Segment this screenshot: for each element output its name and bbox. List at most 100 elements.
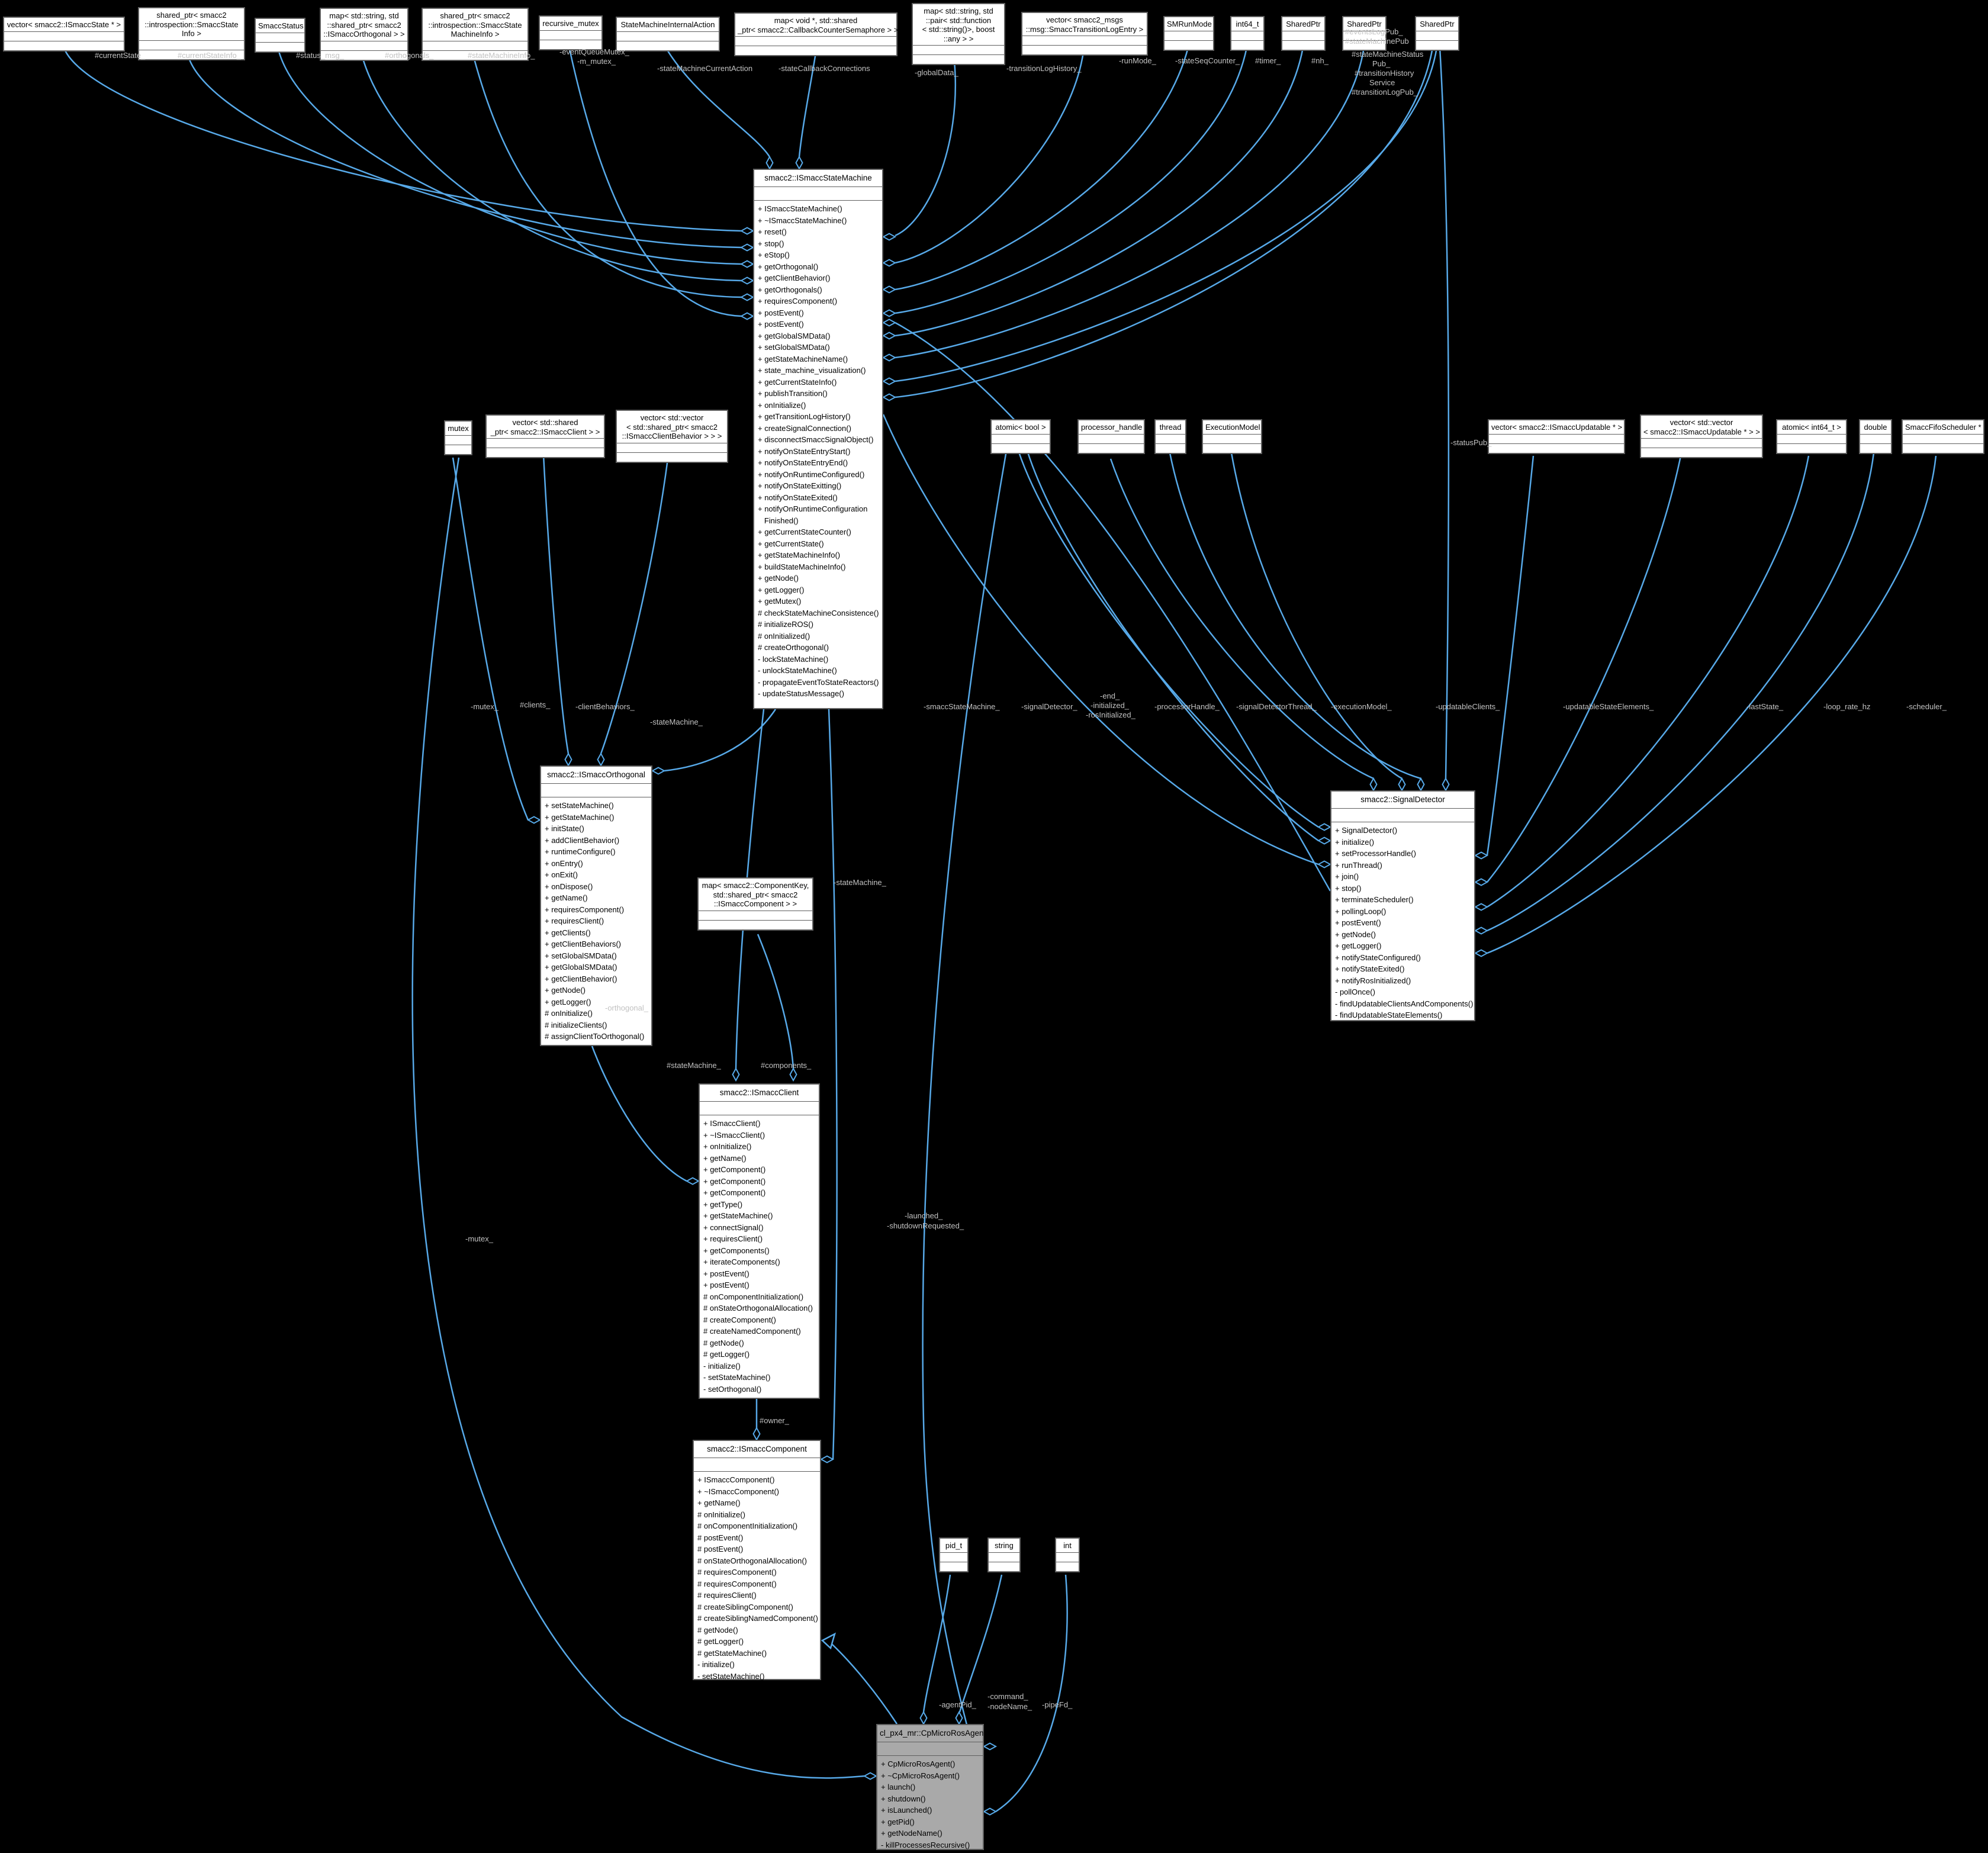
- method-entry: + setStateMachine(): [545, 801, 614, 810]
- class-atomic-bool-[interactable]: atomic< bool >: [990, 419, 1051, 454]
- empty-compartment: [1056, 1553, 1079, 1562]
- method-entry: + getMutex(): [758, 597, 802, 606]
- empty-compartment: [1231, 31, 1263, 41]
- class-recursive-mutex[interactable]: recursive_mutex: [539, 15, 603, 50]
- edge-label: #stateMachine_: [667, 1061, 721, 1070]
- class-title: shared_ptr< smacc2::introspection::Smacc…: [423, 9, 527, 41]
- edge-label: -rosInitialized_: [1086, 710, 1135, 719]
- class-title-line: ::ISmaccOrthogonal > >: [323, 30, 405, 38]
- class-map-std-string-std[interactable]: map< std::string, std::shared_ptr< smacc…: [320, 8, 408, 61]
- edge-label: Pub_: [1372, 59, 1391, 68]
- class-smacc2-ismaccstatemachine[interactable]: smacc2::ISmaccStateMachine+ ISmaccStateM…: [753, 169, 883, 709]
- class-vector-smacc2-ismaccstate-[interactable]: vector< smacc2::ISmaccState * >: [3, 17, 125, 52]
- method-entry: # getNode(): [697, 1625, 738, 1635]
- method-entry: - setOrthogonal(): [703, 1384, 762, 1394]
- edge-label: #stateMachineStatus: [1352, 50, 1424, 59]
- method-entry: # initializeROS(): [758, 620, 813, 629]
- class-smacc2-ismaccclient[interactable]: smacc2::ISmaccClient+ ISmaccClient()+ ~I…: [699, 1083, 820, 1399]
- method-entry: - propagateEventToStateReactors(): [758, 677, 879, 687]
- class-shared-ptr-smacc2[interactable]: shared_ptr< smacc2::introspection::Smacc…: [138, 7, 245, 60]
- edge-label: -updatableClients_: [1436, 702, 1500, 711]
- class-double[interactable]: double: [1859, 419, 1892, 454]
- class-title-line: ::any > >: [943, 34, 974, 43]
- method-entry: + onInitialize(): [703, 1142, 752, 1151]
- class-vector-std-shared[interactable]: vector< std::shared_ptr< smacc2::ISmaccC…: [485, 414, 605, 458]
- class-smacc2-ismacccomponent[interactable]: smacc2::ISmaccComponent+ ISmaccComponent…: [693, 1440, 821, 1681]
- edge-label: #owner_: [760, 1416, 789, 1425]
- method-entry: + getNodeName(): [881, 1829, 942, 1838]
- method-entry: + stop(): [1335, 883, 1362, 893]
- class-title: vector< std::vector< smacc2::ISmaccUpdat…: [1641, 416, 1762, 439]
- method-entry: + ~ISmaccComponent(): [697, 1487, 780, 1496]
- edge-label: -stateMachineCurrentAction: [657, 64, 753, 73]
- class-shared-ptr-smacc2[interactable]: shared_ptr< smacc2::introspection::Smacc…: [422, 8, 529, 61]
- edge-label: -initialized_: [1090, 701, 1130, 710]
- method-entry: + getNode(): [1335, 929, 1376, 939]
- class-mutex[interactable]: mutex: [444, 420, 472, 455]
- class-title: atomic< bool >: [992, 420, 1050, 435]
- edge-label: -launched_: [905, 1211, 943, 1220]
- class-thread[interactable]: thread: [1154, 419, 1186, 454]
- class-processor-handle[interactable]: processor_handle: [1077, 419, 1145, 454]
- method-entry: + getTransitionLogHistory(): [758, 412, 851, 421]
- edge-label: -lastState_: [1746, 702, 1784, 711]
- method-entry: + getPid(): [881, 1817, 915, 1826]
- class-smaccstatus[interactable]: SmaccStatus: [255, 18, 305, 53]
- class-smacc2-ismaccorthogonal[interactable]: smacc2::ISmaccOrthogonal+ setStateMachin…: [540, 765, 652, 1046]
- class-map-std-string-std[interactable]: map< std::string, std::pair< std::functi…: [912, 3, 1005, 65]
- method-entry: + getName(): [545, 893, 588, 902]
- class-atomic-int64-t-[interactable]: atomic< int64_t >: [1776, 419, 1847, 454]
- method-entry: + getStateMachineInfo(): [758, 551, 841, 559]
- class-title: shared_ptr< smacc2::introspection::Smacc…: [139, 8, 244, 41]
- empty-compartment: [617, 443, 727, 453]
- class-executionmodel[interactable]: ExecutionModel: [1202, 419, 1262, 454]
- method-entry: + getCurrentState(): [758, 539, 824, 548]
- class-map-smacc2-componentkey-[interactable]: map< smacc2::ComponentKey,std::shared_pt…: [697, 877, 813, 931]
- class-int[interactable]: int: [1055, 1537, 1080, 1572]
- empty-compartment: [487, 439, 604, 448]
- class-smaccfifoscheduler-[interactable]: SmaccFifoScheduler *: [1902, 419, 1984, 454]
- class-string[interactable]: string: [987, 1537, 1021, 1572]
- method-entry: # onInitialized(): [758, 631, 810, 641]
- empty-compartment: [1203, 435, 1261, 444]
- empty-compartment: [913, 55, 1004, 64]
- edge-label: -mutex_: [465, 1234, 493, 1243]
- class-map-void-std-shared[interactable]: map< void *, std::shared_ptr< smacc2::Ca…: [734, 12, 898, 56]
- class-smrunmode[interactable]: SMRunMode: [1163, 16, 1214, 51]
- class-title-line: int: [1063, 1541, 1072, 1550]
- class-sharedptr[interactable]: SharedPtr: [1342, 16, 1387, 51]
- class-title: smacc2::ISmaccComponent: [694, 1441, 820, 1458]
- method-entry: + getType(): [703, 1199, 743, 1209]
- class-vector-smacc2-ismaccupdatable-[interactable]: vector< smacc2::ISmaccUpdatable * >: [1488, 419, 1625, 454]
- empty-compartment: [445, 445, 471, 454]
- method-entry: # checkStateMachineConsistence(): [758, 608, 879, 617]
- class-title: map< void *, std::shared_ptr< smacc2::Ca…: [735, 14, 898, 37]
- class-title: vector< std::vector< std::shared_ptr< sm…: [617, 411, 727, 443]
- edge-label: -clientBehaviors_: [575, 702, 635, 711]
- class-title-line: map< smacc2::ComponentKey,: [702, 881, 809, 890]
- class-int64-t[interactable]: int64_t: [1230, 16, 1265, 51]
- class-sharedptr[interactable]: SharedPtr: [1415, 16, 1459, 51]
- attributes-compartment: [694, 1458, 820, 1472]
- method-entry: # createSiblingNamedComponent(): [697, 1614, 818, 1623]
- class-sharedptr[interactable]: SharedPtr: [1281, 16, 1326, 51]
- empty-compartment: [1231, 41, 1263, 50]
- class-title-line: ::ISmaccClientBehavior > > >: [622, 432, 722, 440]
- class-title: thread: [1156, 420, 1185, 435]
- methods-compartment: + ISmaccClient()+ ~ISmaccClient()+ onIni…: [700, 1115, 819, 1396]
- class-statemachineinternalaction[interactable]: StateMachineInternalAction: [616, 17, 720, 52]
- class-title: mutex: [445, 422, 471, 436]
- class-title-line: smacc2::ISmaccComponent: [707, 1445, 807, 1453]
- empty-compartment: [1777, 435, 1846, 444]
- method-entry: + getNode(): [545, 986, 586, 995]
- class-smacc2-signaldetector[interactable]: smacc2::SignalDetector+ SignalDetector()…: [1330, 790, 1475, 1021]
- class-title-line: shared_ptr< smacc2: [440, 11, 510, 20]
- class-cl-px4-mr-cpmicrorosagent[interactable]: cl_px4_mr::CpMicroRosAgent+ CpMicroRosAg…: [876, 1724, 986, 1850]
- class-pid-t[interactable]: pid_t: [939, 1537, 969, 1572]
- method-entry: # getStateMachine(): [697, 1648, 767, 1658]
- class-vector-std-vector[interactable]: vector< std::vector< std::shared_ptr< sm…: [616, 410, 728, 463]
- class-vector-smacc2-msgs[interactable]: vector< smacc2_msgs::msg::SmaccTransitio…: [1021, 12, 1148, 56]
- class-vector-std-vector[interactable]: vector< std::vector< smacc2::ISmaccUpdat…: [1640, 414, 1763, 458]
- class-title: SmaccStatus: [256, 19, 304, 33]
